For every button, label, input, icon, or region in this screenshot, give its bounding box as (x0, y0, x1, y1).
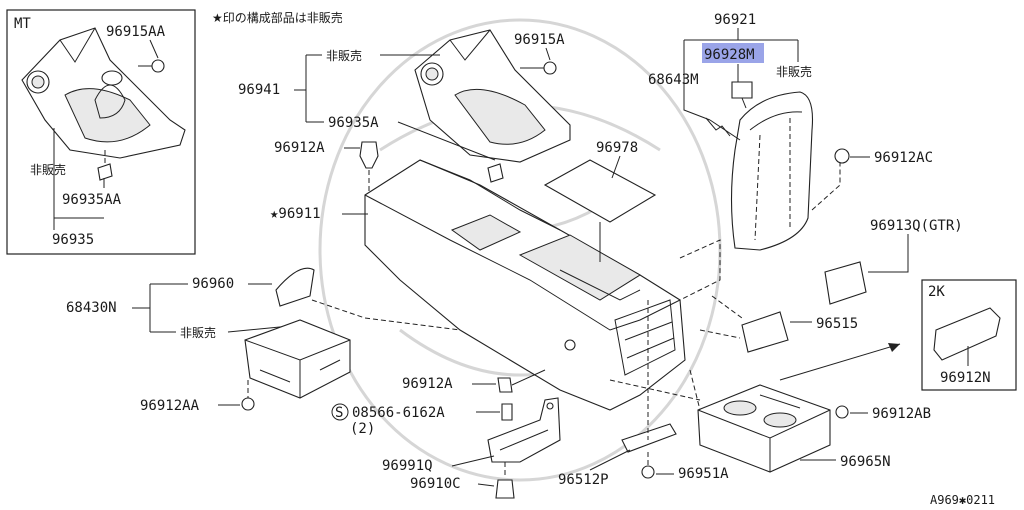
label-96912N: 96912N (940, 370, 991, 386)
dash-96515 (699, 295, 743, 339)
label-96960: 96960 (192, 276, 234, 292)
screw-circle-symbol (331, 403, 349, 421)
arrow-to-2k (779, 343, 901, 381)
label-68430N: 68430N (66, 300, 117, 316)
leader-96512P (589, 449, 631, 471)
holder-96515 (741, 311, 789, 353)
leader-96915AA (149, 39, 159, 59)
leader-96910C (477, 483, 495, 487)
clip-96912A-mid (497, 369, 546, 393)
leader-96935A (397, 121, 496, 161)
label-96912AB: 96912AB (872, 406, 931, 422)
label-96928: 96928M (704, 47, 755, 63)
dash-armrest (811, 160, 841, 211)
label-96951A: 96951A (678, 466, 729, 482)
mt-clip-96935AA (97, 150, 113, 181)
bracket-96921 (683, 28, 799, 121)
leader-96991Q (451, 455, 495, 467)
clip-96912AB (835, 405, 849, 419)
label-96935AA: 96935AA (62, 192, 122, 208)
dash-96913Q (679, 239, 721, 301)
clip-96910C (495, 462, 515, 499)
bracket-96941 (294, 54, 324, 123)
leader-96913Q (868, 234, 909, 273)
2k-inset-title: 2K (928, 284, 945, 300)
spring-68643M (705, 117, 731, 137)
label-mt-not-sold: 非販売 (30, 162, 66, 177)
label-08566-6162A: 08566-6162A (352, 405, 445, 421)
rear-box-96965N (697, 384, 831, 473)
label-not-sold-top: 非販売 (326, 48, 362, 63)
ashtray-68430N (244, 319, 351, 399)
label-96912A-mid: 96912A (402, 376, 453, 392)
plate-96512P (621, 423, 677, 453)
arrow-to-2k-head (888, 343, 900, 352)
lid-96960 (275, 267, 315, 307)
clip-96912AA (241, 380, 255, 411)
clip-96912A-top (359, 141, 379, 198)
dash-96965N (609, 369, 701, 411)
label-96935: 96935 (52, 232, 94, 248)
mt-bolt-96915AA (138, 59, 165, 73)
label-96911: ★96911 (270, 206, 321, 222)
doc-code: A969✱0211 (930, 493, 995, 507)
console-body-part (364, 159, 686, 411)
clip-96951A (641, 452, 655, 479)
mt-bracket-lines (53, 128, 105, 230)
leader-96915A (545, 47, 551, 61)
bolt-96915A (520, 61, 557, 75)
armrest-lid-part (730, 91, 814, 251)
label-96935A: 96935A (328, 115, 379, 131)
bracket-96991Q (487, 397, 561, 463)
label-96912A-top: 96912A (274, 140, 325, 156)
label-96978: 96978 (596, 140, 638, 156)
screw-08566 (501, 403, 513, 421)
label-96910C: 96910C (410, 476, 461, 492)
dash-68430N (311, 299, 461, 331)
label-96965N: 96965N (840, 454, 891, 470)
upper-finisher-part (414, 29, 571, 163)
mt-inset-title: MT (14, 16, 31, 32)
label-not-sold-arm: 非販売 (776, 64, 812, 79)
mt-inset-frame (6, 9, 196, 255)
mt-inset: MT 96915AA 非販売 96935AA 96935 (6, 9, 196, 255)
header-note: ★印の構成部品は非販売 (212, 10, 343, 25)
clip-96935A (487, 163, 504, 183)
label-96913Q: 96913Q(GTR) (870, 218, 963, 234)
label-screw-qty: (2) (350, 421, 375, 437)
2k-inset: 2K 96912N (921, 279, 1017, 391)
label-96928-num: 96928 (704, 47, 746, 63)
panel-96913Q (824, 261, 867, 305)
label-96915AA: 96915AA (106, 24, 166, 40)
mat-96978 (543, 159, 657, 223)
highlight-96928 (702, 43, 764, 63)
label-96912AC: 96912AC (874, 150, 933, 166)
label-96928-suffix: M (746, 47, 754, 63)
label-96921: 96921 (714, 12, 756, 28)
label-68643M: 68643M (648, 72, 699, 88)
bracket-68430N (132, 283, 188, 333)
panel-96912N (933, 307, 1001, 361)
label-96512P: 96512P (558, 472, 609, 488)
clip-96912AC (834, 148, 850, 164)
latch-96928M (731, 81, 753, 109)
label-screw-circle: S (335, 405, 343, 421)
label-96941: 96941 (238, 82, 280, 98)
2k-inset-frame (921, 279, 1017, 391)
label-not-sold-box: 非販売 (180, 325, 216, 340)
leader-96978 (611, 155, 621, 179)
mt-shift-surround (21, 27, 186, 159)
label-96915A: 96915A (514, 32, 565, 48)
label-96515: 96515 (816, 316, 858, 332)
label-96912AA: 96912AA (140, 398, 200, 414)
label-96991Q: 96991Q (382, 458, 433, 474)
